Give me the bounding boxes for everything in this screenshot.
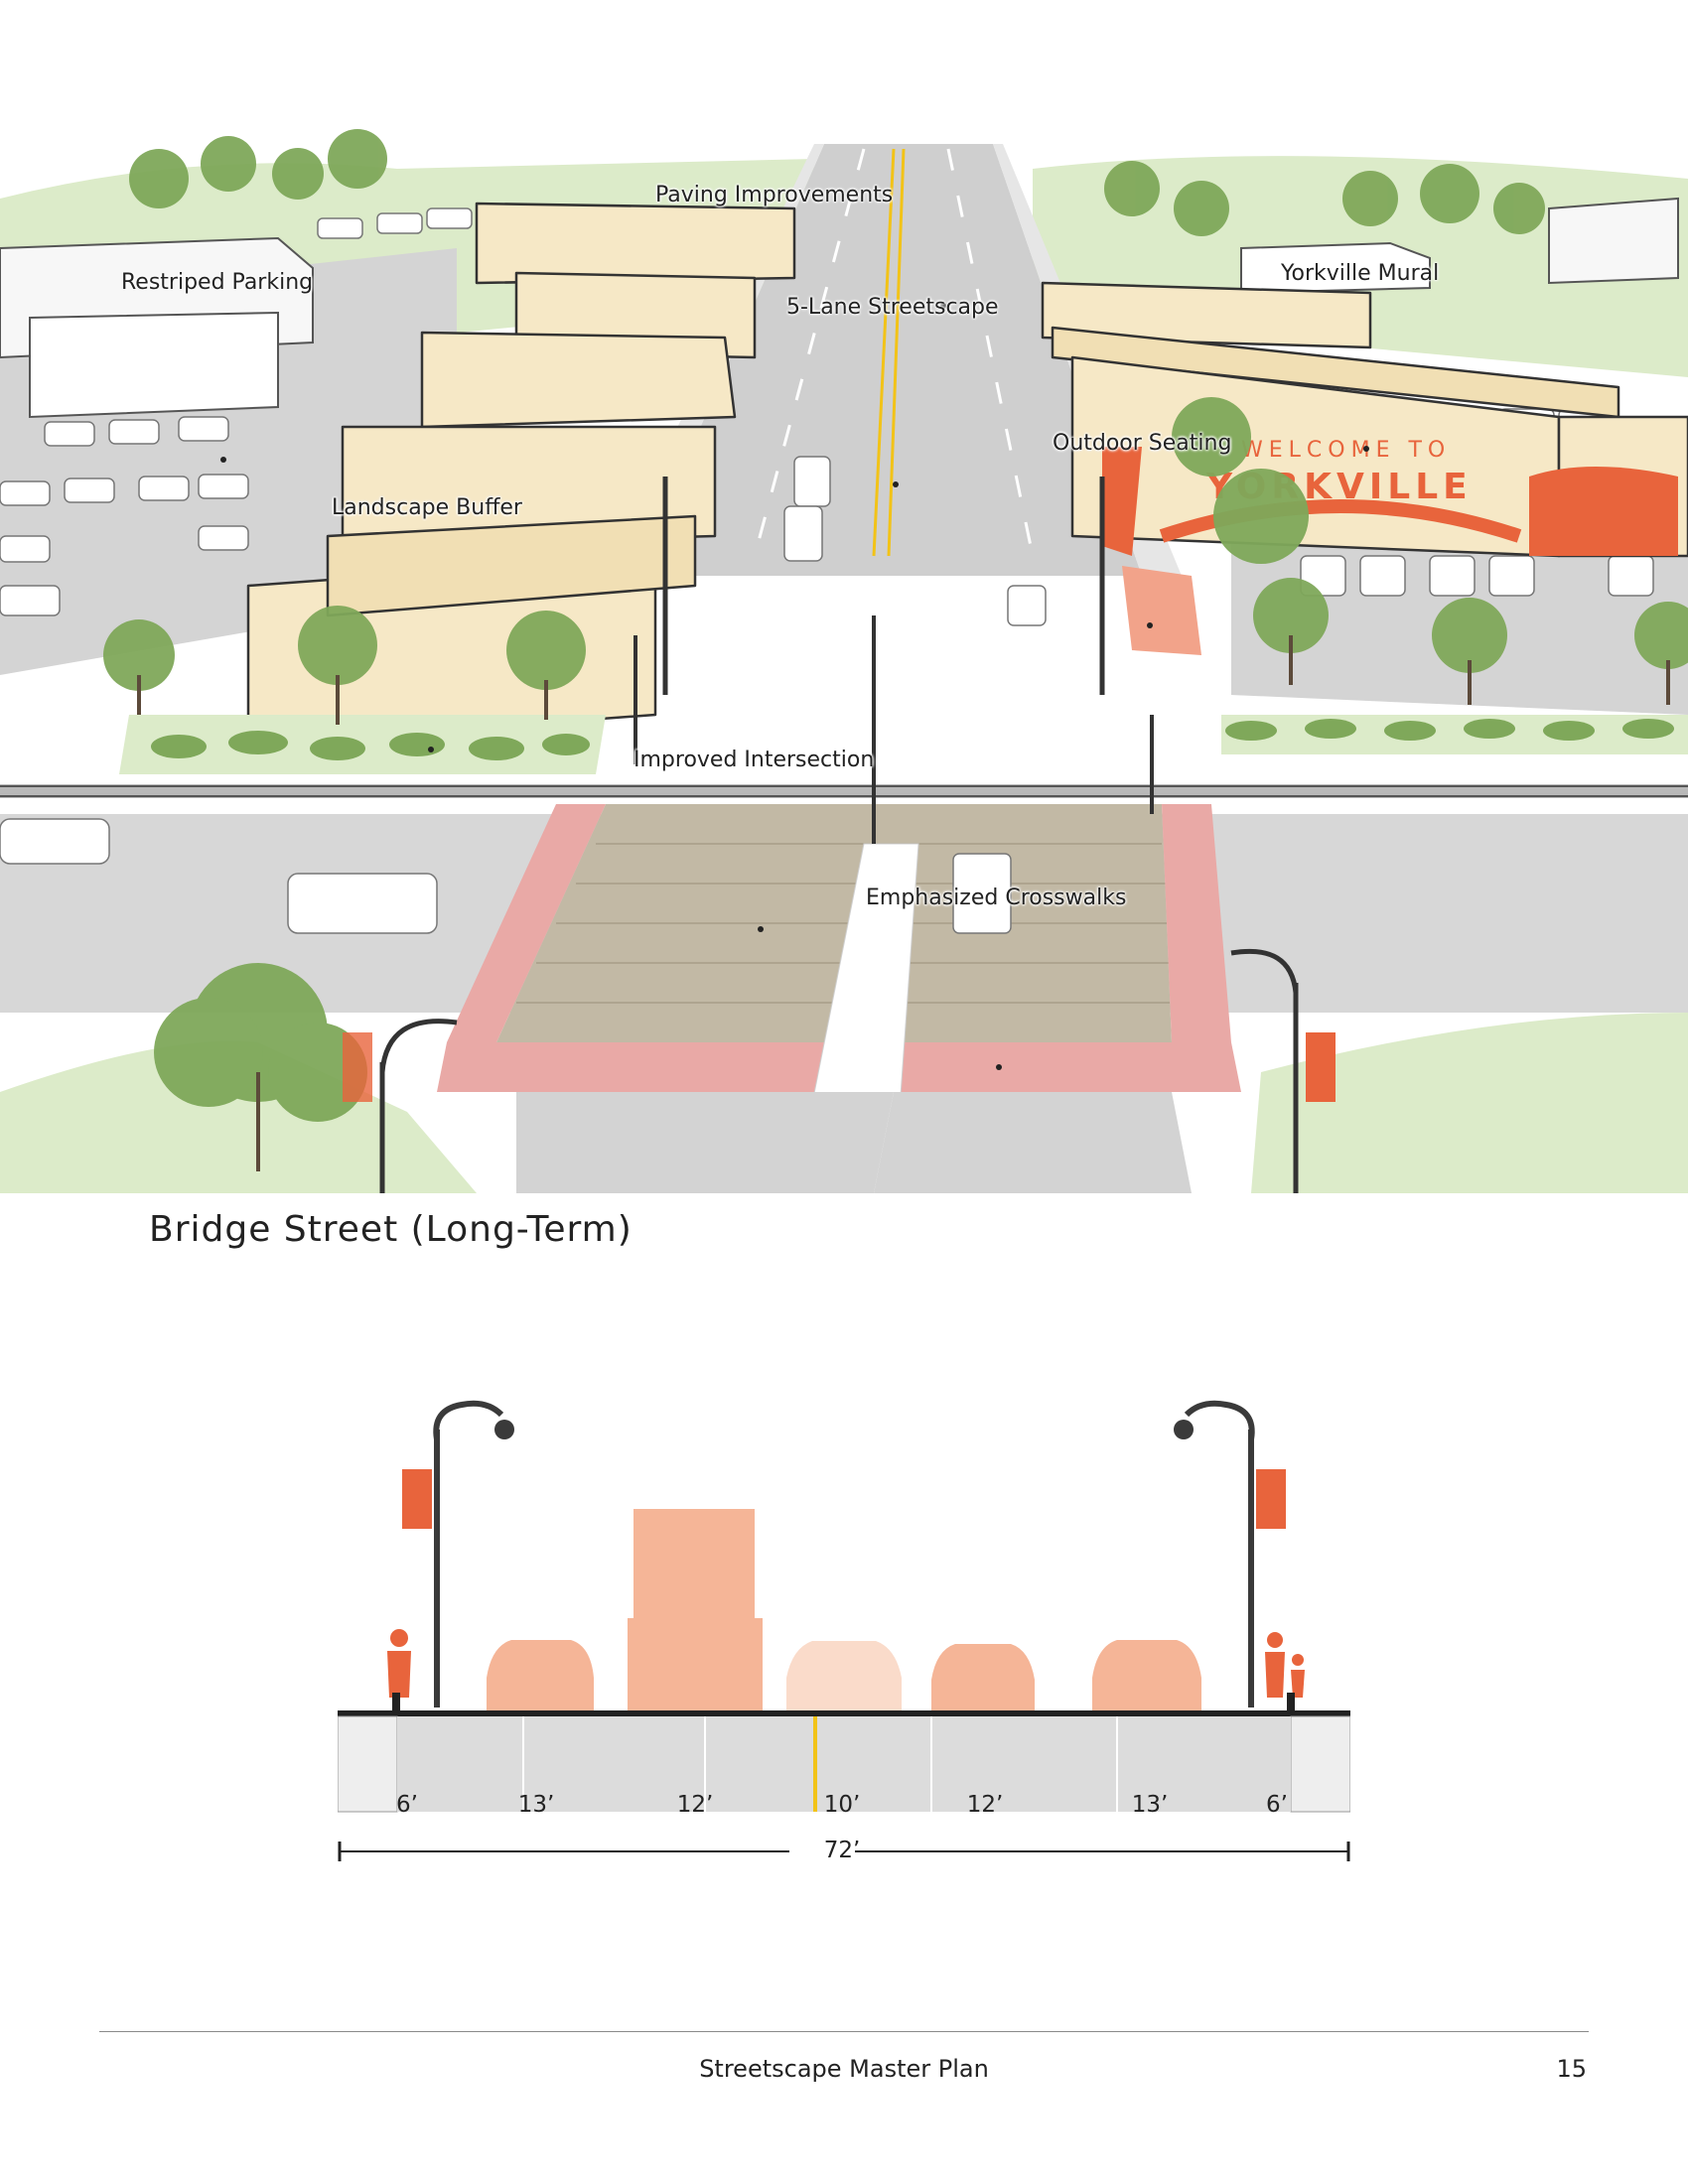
railroad-crossing-signals bbox=[633, 615, 1154, 844]
callout-5-lane-streetscape: 5-Lane Streetscape bbox=[786, 295, 999, 320]
dimension-lane-4: 12’ bbox=[966, 1792, 1004, 1818]
street-banner bbox=[343, 1032, 372, 1102]
emphasized-crosswalk-left bbox=[447, 804, 606, 1042]
aerial-streetscape-illustration: WELCOME TO YORKVILLE bbox=[0, 119, 1688, 1193]
pole-banner bbox=[1256, 1469, 1286, 1529]
emphasized-crosswalk-right bbox=[1162, 804, 1231, 1042]
callout-outdoor-seating: Outdoor Seating bbox=[1053, 431, 1232, 456]
footer-title: Streetscape Master Plan bbox=[699, 2055, 989, 2083]
street-trees bbox=[103, 129, 1688, 1171]
building-left-3 bbox=[420, 331, 737, 429]
street-banner bbox=[1306, 1032, 1336, 1102]
building-left-4 bbox=[341, 425, 717, 548]
pedestrian-icon bbox=[387, 1629, 1305, 1698]
footer-divider bbox=[99, 2031, 1589, 2032]
page-number: 15 bbox=[1556, 2055, 1587, 2083]
dimension-center-lane: 10’ bbox=[823, 1792, 861, 1818]
dimension-lane-2: 12’ bbox=[676, 1792, 714, 1818]
dimension-lane-5: 13’ bbox=[1131, 1792, 1169, 1818]
light-poles bbox=[379, 477, 1299, 1193]
svg-text:WELCOME TO: WELCOME TO bbox=[1241, 438, 1451, 463]
callout-yorkville-mural: Yorkville Mural bbox=[1281, 261, 1440, 286]
main-street bbox=[635, 144, 1142, 576]
callout-emphasized-crosswalks: Emphasized Crosswalks bbox=[866, 886, 1127, 910]
dimension-sidewalk-right: 6’ bbox=[1266, 1792, 1288, 1818]
callout-paving-improvements: Paving Improvements bbox=[655, 183, 894, 207]
callout-improved-intersection: Improved Intersection bbox=[633, 748, 875, 772]
outdoor-seating-area bbox=[1122, 566, 1201, 655]
street-cross-section bbox=[338, 1400, 1350, 1864]
yorkville-mural: WELCOME TO YORKVILLE bbox=[1102, 438, 1678, 556]
callout-restriped-parking: Restriped Parking bbox=[121, 270, 314, 295]
building-left-1 bbox=[475, 202, 796, 285]
vehicle-icons bbox=[487, 1509, 1201, 1712]
dimension-total-width: 72’ bbox=[823, 1838, 861, 1863]
dimension-sidewalk-left: 6’ bbox=[396, 1792, 418, 1818]
section-title: Bridge Street (Long-Term) bbox=[149, 1209, 633, 1250]
callout-landscape-buffer: Landscape Buffer bbox=[332, 495, 522, 520]
building-right-1 bbox=[1041, 281, 1372, 349]
dimension-lane-1: 13’ bbox=[517, 1792, 555, 1818]
pole-banner bbox=[402, 1469, 432, 1529]
